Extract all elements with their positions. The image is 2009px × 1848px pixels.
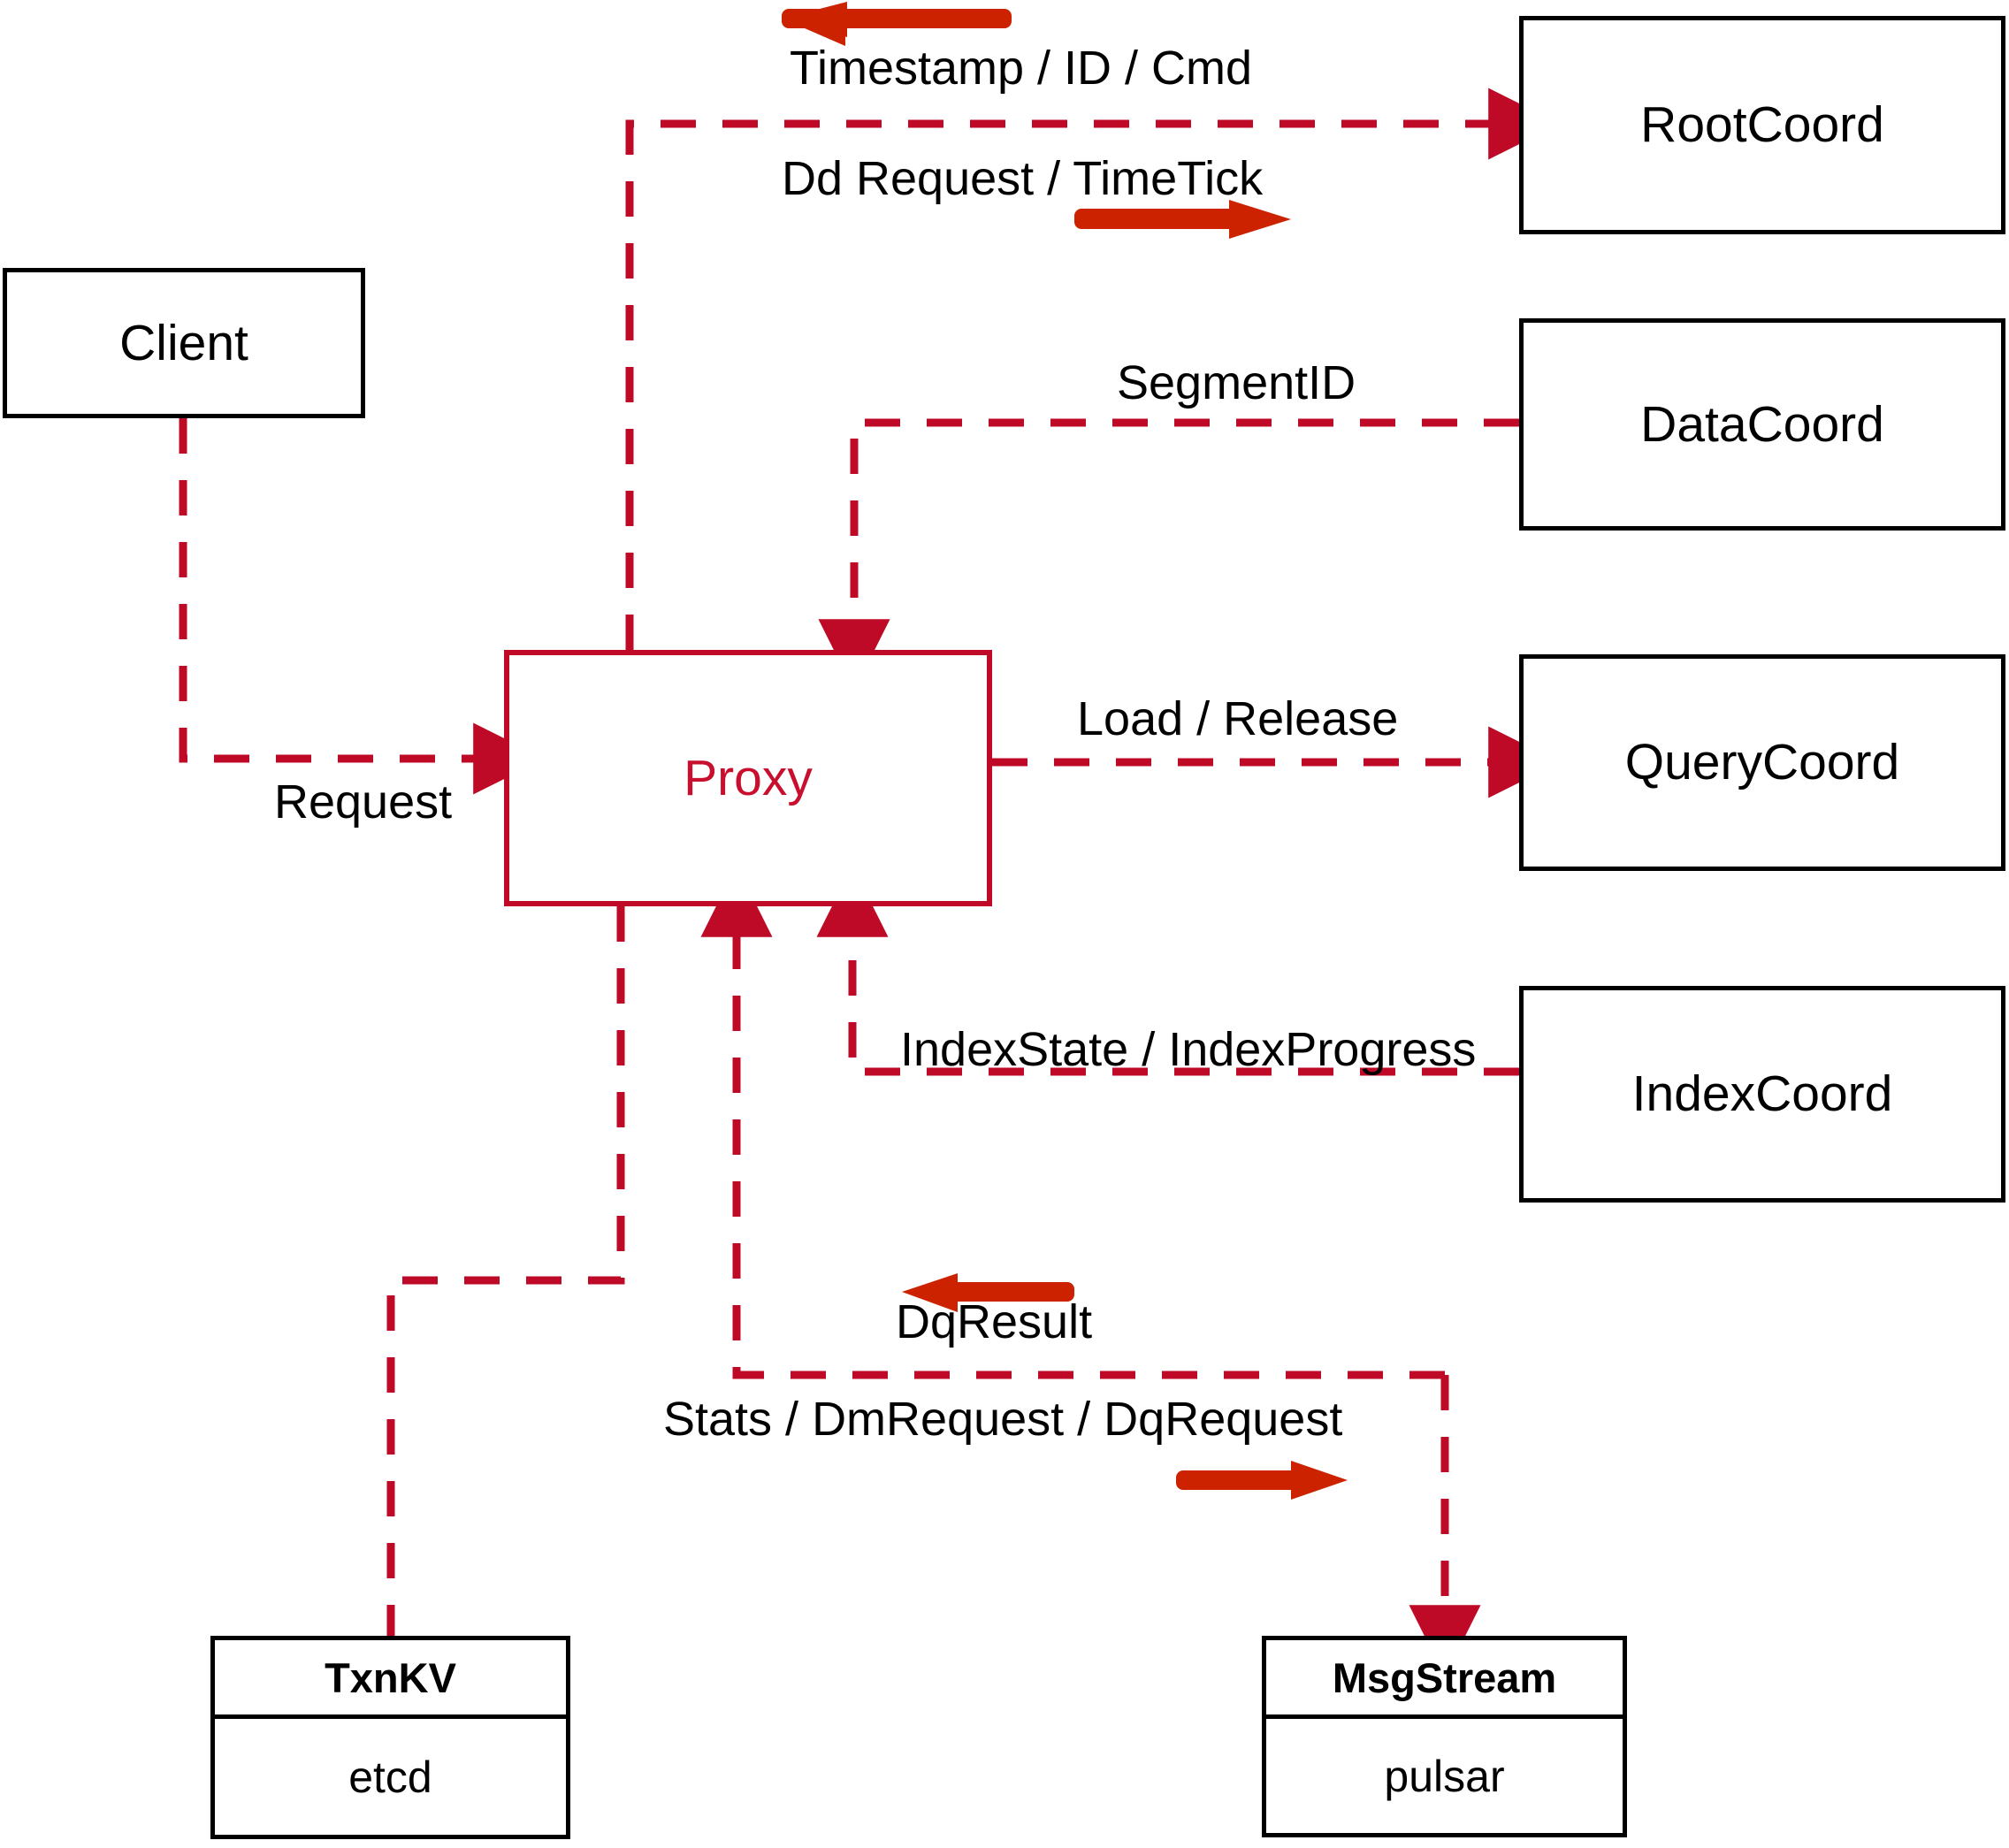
node-datacoord-label: DataCoord: [1640, 395, 1884, 453]
node-msgstream-body: pulsar: [1266, 1719, 1623, 1833]
node-rootcoord-label: RootCoord: [1640, 96, 1884, 153]
edge-label-segmentid: SegmentID: [1117, 356, 1356, 409]
node-txnkv-header: TxnKV: [215, 1640, 566, 1719]
node-proxy-label: Proxy: [684, 749, 813, 806]
arrow-indicator-dd-request-timetick: [1074, 200, 1291, 239]
node-txnkv[interactable]: TxnKV etcd: [210, 1636, 570, 1839]
edge-label-dqresult: DqResult: [896, 1295, 1093, 1348]
node-rootcoord[interactable]: RootCoord: [1519, 16, 2005, 234]
node-txnkv-sublabel: etcd: [348, 1752, 432, 1802]
node-indexcoord[interactable]: IndexCoord: [1519, 986, 2005, 1203]
edge-label-indexstate-indexprogress: IndexState / IndexProgress: [900, 1023, 1477, 1076]
edge-label-load-release: Load / Release: [1077, 692, 1399, 745]
node-msgstream-header: MsgStream: [1266, 1640, 1623, 1719]
edge-label-request: Request: [274, 775, 453, 829]
node-proxy[interactable]: Proxy: [504, 650, 992, 906]
node-indexcoord-label: IndexCoord: [1631, 1065, 1893, 1122]
node-msgstream-sublabel: pulsar: [1384, 1751, 1505, 1801]
node-datacoord[interactable]: DataCoord: [1519, 318, 2005, 531]
edge-datacoord-to-proxy: [818, 418, 1519, 691]
arrow-indicator-stats-dm-dq: [1176, 1461, 1348, 1500]
edge-client-to-proxy: [179, 418, 546, 795]
node-txnkv-label: TxnKV: [325, 1653, 456, 1701]
edge-proxy-to-txnkv: [386, 906, 625, 1636]
node-querycoord-label: QueryCoord: [1624, 734, 1900, 790]
node-txnkv-body: etcd: [215, 1719, 566, 1835]
arrow-indicator-timestamp-id-cmd: [782, 2, 1012, 46]
node-querycoord[interactable]: QueryCoord: [1519, 654, 2005, 871]
edge-label-stats-dmrequest-dqrequest: Stats / DmRequest / DqRequest: [663, 1393, 1343, 1446]
node-msgstream-label: MsgStream: [1332, 1653, 1557, 1701]
edge-label-dd-request-timetick: Dd Request / TimeTick: [782, 152, 1264, 205]
edge-label-timestamp-id-cmd: Timestamp / ID / Cmd: [790, 42, 1253, 95]
node-client[interactable]: Client: [3, 268, 365, 418]
node-msgstream[interactable]: MsgStream pulsar: [1262, 1636, 1627, 1837]
node-client-label: Client: [119, 314, 248, 371]
